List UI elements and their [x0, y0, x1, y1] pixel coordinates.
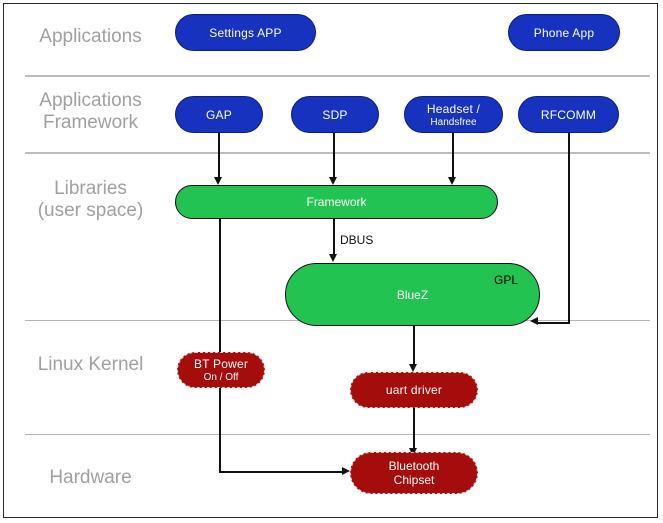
- edge-rfcomm-bluez-hline: [538, 322, 570, 324]
- node-framework[interactable]: Framework: [175, 185, 502, 223]
- node-label-headset: Headset /: [426, 101, 481, 116]
- node-body: uart driver: [350, 372, 478, 408]
- node-gap[interactable]: GAP: [175, 96, 267, 137]
- layer-label-applications-framework: Applications Framework: [39, 90, 142, 133]
- node-body: GAP: [175, 96, 263, 133]
- edge-headset-framework-arrow: [448, 177, 456, 185]
- edge-bluez-uart-line: [413, 326, 415, 366]
- edge-gap-framework-line: [218, 133, 220, 179]
- node-body: Phone App: [508, 14, 620, 51]
- layer-label-hardware: Hardware: [49, 467, 132, 488]
- edge-framework-chipset-arrow: [342, 467, 350, 475]
- node-label-phone-app: Phone App: [533, 25, 595, 40]
- node-label-bt-power: BT Power: [193, 357, 249, 371]
- node-label-bluetooth: Bluetooth: [388, 459, 440, 473]
- node-tag-gpl: GPL: [493, 273, 518, 287]
- layer-label-libraries: Libraries (user space): [37, 178, 144, 221]
- edge-gap-framework-arrow: [214, 177, 222, 185]
- node-body: BT Power On / Off: [177, 352, 265, 388]
- node-sublabel-on-off: On / Off: [203, 372, 239, 383]
- node-sublabel-handsfree: Handsfree: [430, 116, 477, 128]
- edge-framework-chipset-hline: [219, 471, 344, 473]
- node-phone-app[interactable]: Phone App: [508, 14, 624, 55]
- node-sublabel-chipset: Chipset: [393, 473, 435, 487]
- edge-framework-bluez-arrow: [329, 254, 337, 262]
- node-label-bluez: BlueZ: [396, 287, 429, 302]
- node-headset-handsfree[interactable]: Headset / Handsfree: [404, 96, 507, 137]
- edge-framework-bluez-line: [333, 218, 335, 256]
- node-body: Framework: [175, 185, 498, 219]
- node-body: Settings APP: [175, 14, 316, 51]
- divider-applications-framework: [25, 152, 650, 154]
- node-label-rfcomm: RFCOMM: [540, 107, 597, 122]
- node-body: Bluetooth Chipset: [350, 452, 478, 494]
- node-body: SDP: [291, 96, 379, 133]
- node-body: Headset / Handsfree: [404, 96, 503, 133]
- divider-applications: [25, 75, 650, 77]
- node-sdp[interactable]: SDP: [291, 96, 383, 137]
- edge-headset-framework-line: [452, 133, 454, 179]
- edge-bluez-uart-arrow: [409, 364, 417, 372]
- node-label-settings-app: Settings APP: [209, 25, 282, 40]
- divider-linux-kernel: [25, 434, 650, 435]
- edge-rfcomm-bluez-vline: [568, 133, 570, 323]
- node-label-uart-driver: uart driver: [385, 383, 443, 397]
- edge-sdp-framework-arrow: [329, 177, 337, 185]
- layer-label-linux-kernel: Linux Kernel: [37, 354, 144, 375]
- node-uart-driver[interactable]: uart driver: [350, 372, 482, 412]
- node-label-framework: Framework: [306, 195, 367, 209]
- edge-uart-chipset-line: [413, 408, 415, 450]
- node-rfcomm[interactable]: RFCOMM: [518, 96, 623, 137]
- node-label-gap: GAP: [206, 107, 232, 122]
- node-body: RFCOMM: [518, 96, 619, 133]
- node-body: BlueZ: [285, 263, 540, 326]
- edge-sdp-framework-line: [333, 133, 335, 179]
- edge-label-dbus: DBUS: [340, 233, 374, 247]
- node-label-sdp: SDP: [322, 107, 348, 122]
- node-bluetooth-chipset[interactable]: Bluetooth Chipset: [350, 452, 482, 498]
- node-bluez[interactable]: BlueZ GPL: [285, 263, 544, 330]
- edge-framework-chipset-vline: [219, 218, 221, 473]
- node-bt-power[interactable]: BT Power On / Off: [177, 352, 269, 392]
- layer-label-applications: Applications: [39, 26, 142, 47]
- edge-rfcomm-bluez-arrow: [530, 317, 538, 325]
- node-settings-app[interactable]: Settings APP: [175, 14, 320, 55]
